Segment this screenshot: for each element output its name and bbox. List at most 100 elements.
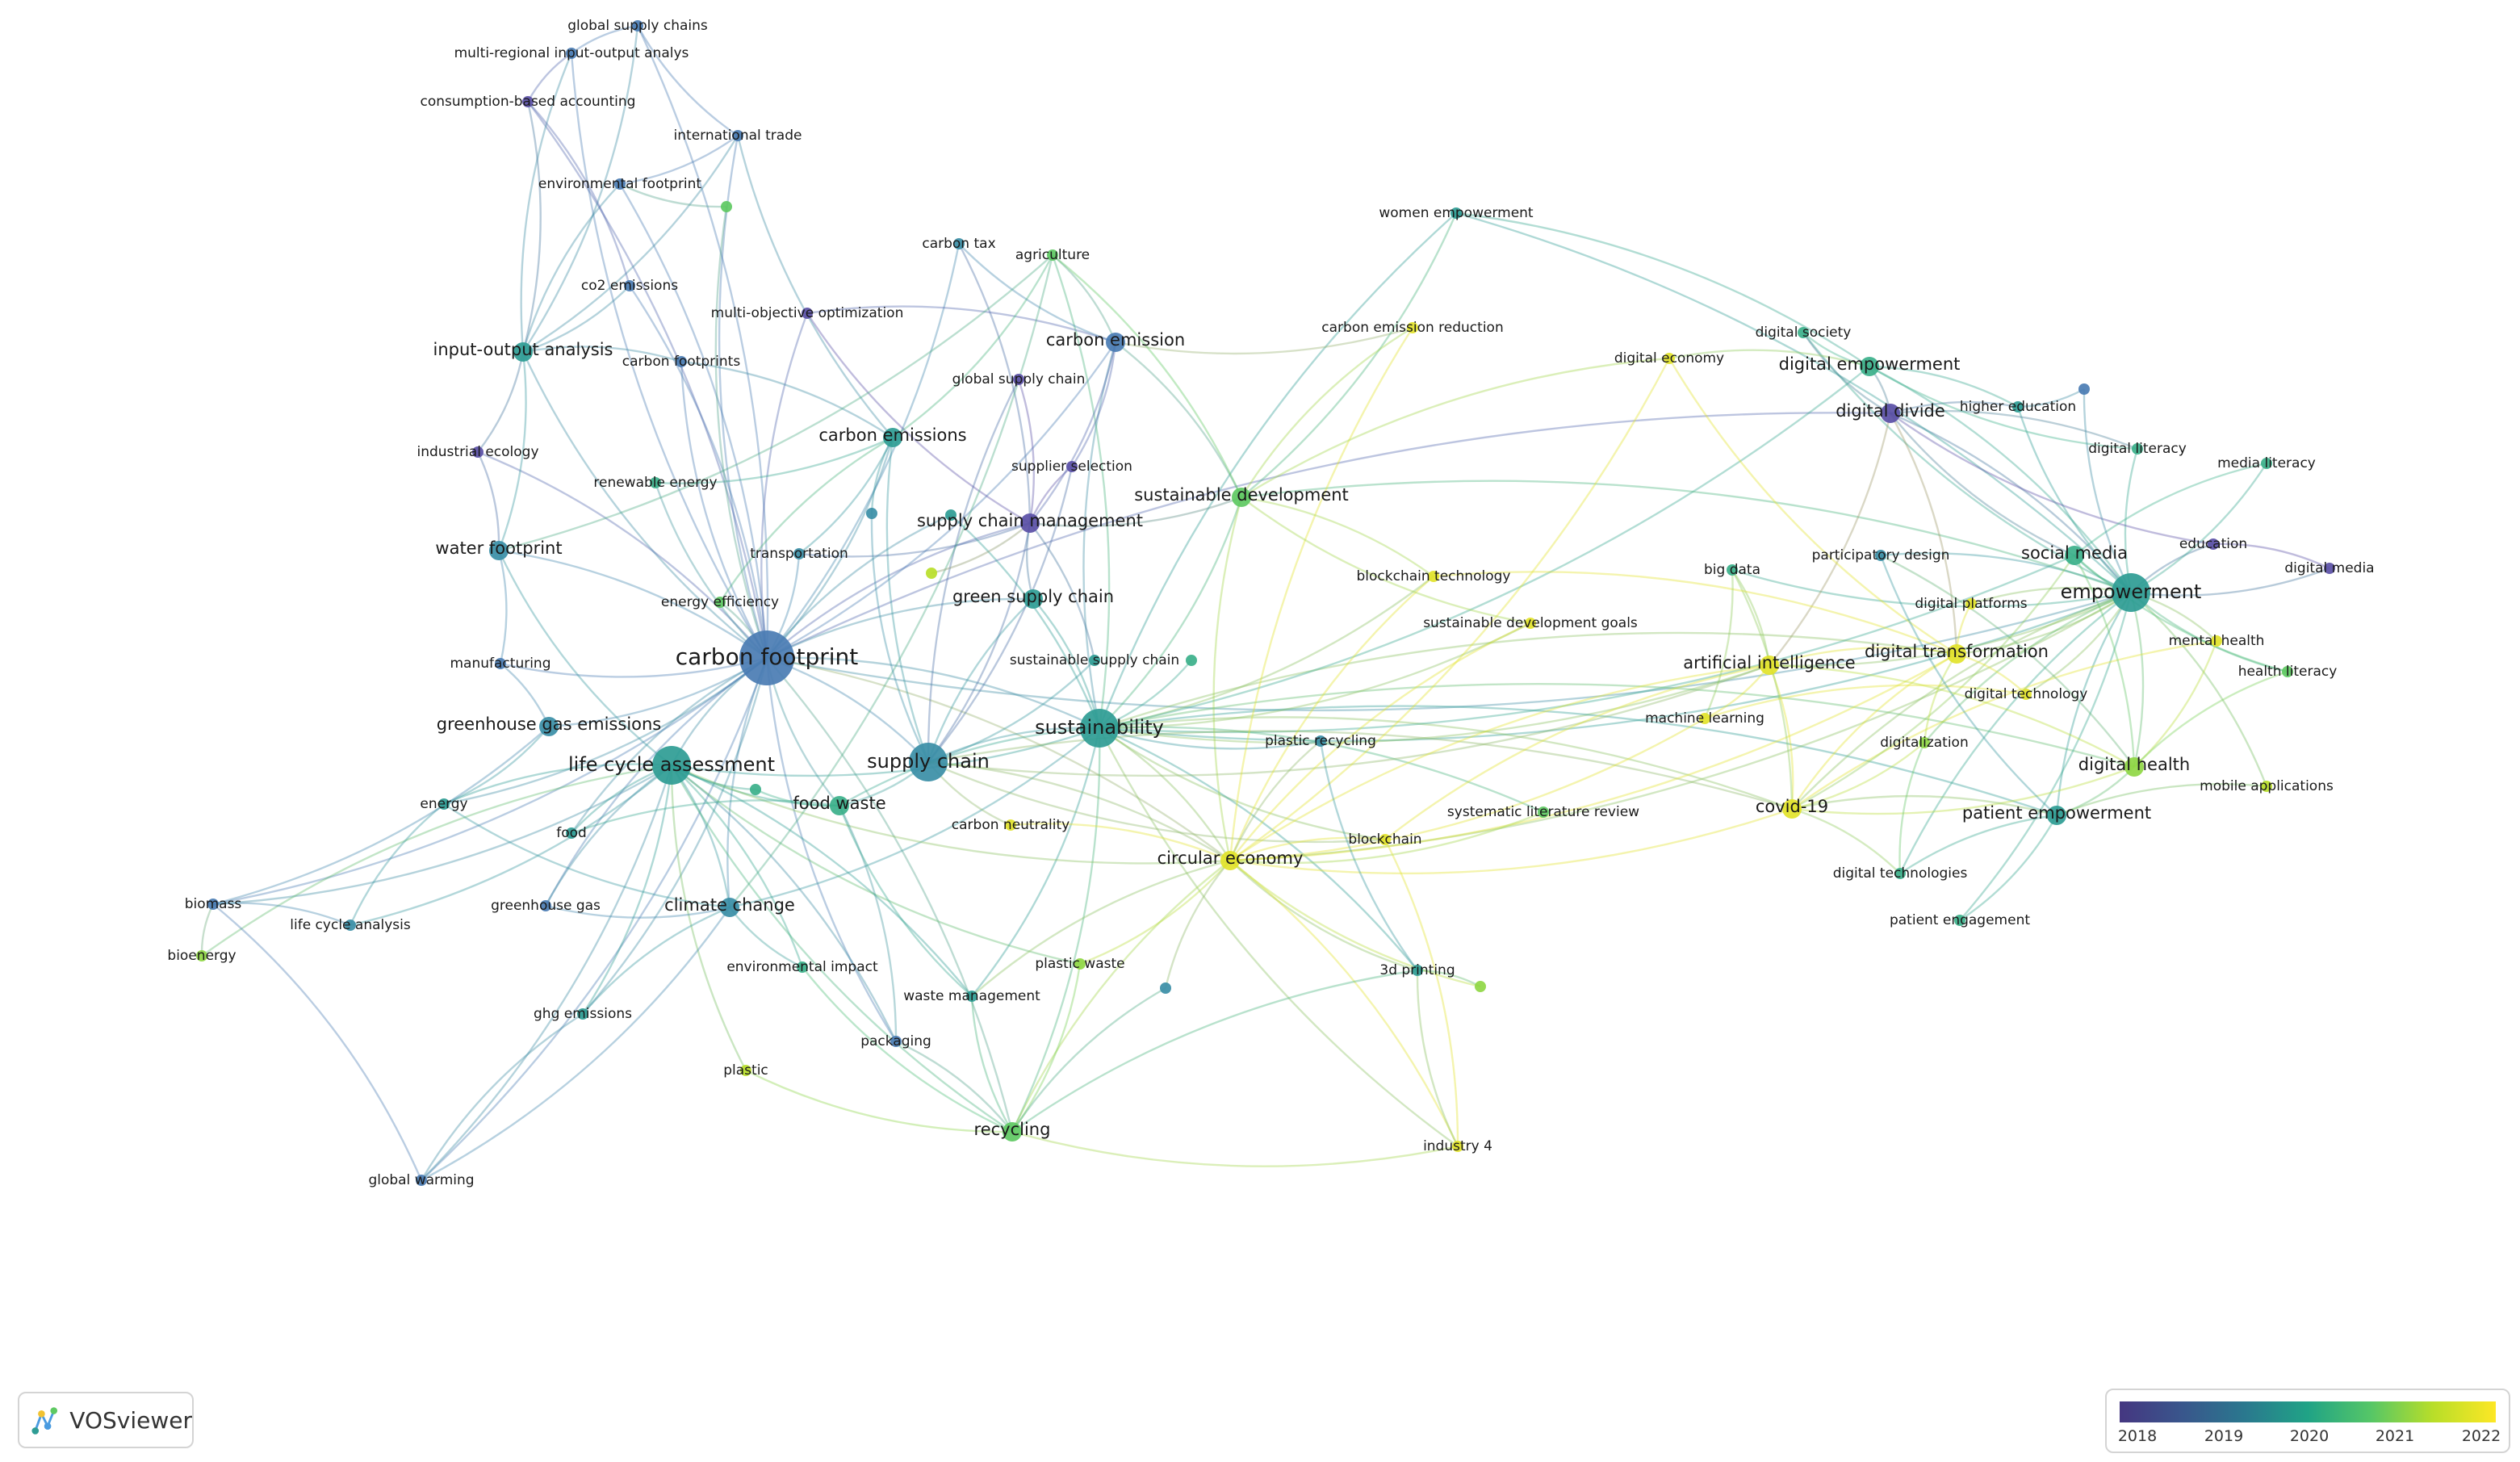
node-label[interactable]: digital literacy (2088, 441, 2187, 457)
node-plastic-waste[interactable] (1074, 958, 1086, 970)
node-label[interactable]: packaging (860, 1033, 931, 1049)
node-digital-media[interactable] (2324, 563, 2335, 574)
node-label[interactable]: plastic recycling (1265, 733, 1376, 749)
node-label[interactable]: digital transformation (1865, 642, 2049, 661)
node-label[interactable]: life cycle analysis (290, 917, 411, 933)
node-artificial-intelligence[interactable] (1760, 656, 1779, 675)
node-carbon-footprint[interactable] (739, 630, 794, 685)
node-label[interactable]: biomass (185, 896, 242, 912)
node-label[interactable]: supply chain (867, 750, 990, 773)
node-label[interactable]: digital platforms (1915, 596, 2027, 612)
node-big-data[interactable] (1727, 564, 1738, 576)
node-climate-change[interactable] (720, 898, 739, 917)
node-label[interactable]: industrial ecology (417, 444, 538, 460)
node-unlabeled-g[interactable] (750, 784, 761, 795)
node-label[interactable]: mental health (2169, 633, 2265, 649)
node-label[interactable]: circular economy (1157, 848, 1304, 868)
node-water-footprint[interactable] (489, 541, 509, 560)
node-label[interactable]: digital economy (1614, 350, 1724, 367)
node-label[interactable]: digital technology (1965, 686, 2088, 702)
node-social-media[interactable] (2065, 546, 2084, 565)
node-label[interactable]: multi-regional input-output analys (454, 45, 689, 61)
node-label[interactable]: global supply chain (952, 371, 1086, 387)
node-label[interactable]: life cycle assessment (568, 753, 775, 776)
node-co2-emissions[interactable] (624, 280, 635, 291)
node-media-literacy[interactable] (2261, 458, 2272, 469)
node-plastic-recycling[interactable] (1315, 735, 1326, 747)
node-blockchain-technology[interactable] (1428, 571, 1439, 582)
node-global-warming[interactable] (416, 1175, 427, 1186)
node-label[interactable]: industry 4 (1423, 1138, 1492, 1154)
node-carbon-emission[interactable] (1106, 333, 1125, 352)
node-environmental-impact[interactable] (797, 961, 808, 973)
node-label[interactable]: environmental footprint (538, 176, 702, 192)
node-participatory-design[interactable] (1875, 550, 1886, 561)
node-label[interactable]: carbon footprint (676, 643, 859, 670)
node-global-supply-chain[interactable] (1013, 374, 1024, 385)
node-ghg-emissions[interactable] (577, 1008, 588, 1020)
node-label[interactable]: bioenergy (167, 948, 236, 964)
node-label[interactable]: energy efficiency (661, 594, 779, 610)
node-digital-economy[interactable] (1664, 353, 1675, 364)
node-waste-management[interactable] (966, 991, 977, 1002)
node-label[interactable]: recycling (974, 1120, 1051, 1139)
node-label[interactable]: waste management (903, 988, 1040, 1004)
vosviewer-logo-badge[interactable]: VOSviewer (18, 1392, 194, 1448)
node-unlabeled-a[interactable] (721, 201, 732, 212)
node-unlabeled-d[interactable] (926, 568, 937, 579)
node-label[interactable]: digital empowerment (1779, 354, 1961, 374)
node-unlabeled-c[interactable] (866, 508, 877, 519)
node-digital-literacy[interactable] (2132, 443, 2143, 455)
node-label[interactable]: digital media (2284, 560, 2374, 576)
node-label[interactable]: empowerment (2061, 580, 2202, 603)
node-label[interactable]: carbon tax (922, 236, 995, 252)
node-label[interactable]: ghg emissions (534, 1006, 632, 1022)
node-label[interactable]: co2 emissions (581, 278, 678, 294)
node-mental-health[interactable] (2211, 635, 2222, 647)
node-label[interactable]: greenhouse gas emissions (437, 714, 662, 734)
node-label[interactable]: input-output analysis (433, 340, 613, 359)
node-label[interactable]: plastic waste (1035, 956, 1124, 972)
node-empowerment[interactable] (2112, 573, 2150, 612)
node-global-supply-chains[interactable] (632, 20, 643, 31)
node-3d-printing[interactable] (1412, 965, 1423, 976)
node-green-supply-chain[interactable] (1023, 589, 1043, 609)
node-plastic[interactable] (740, 1065, 751, 1076)
node-life-cycle-assessment[interactable] (652, 746, 691, 785)
node-education[interactable] (2208, 538, 2219, 550)
node-label[interactable]: carbon emissions (818, 425, 966, 445)
node-packaging[interactable] (890, 1036, 902, 1047)
node-carbon-tax[interactable] (953, 238, 965, 249)
node-food-waste[interactable] (830, 796, 849, 815)
node-bioenergy[interactable] (196, 950, 207, 961)
node-greenhouse-gas-emissions[interactable] (539, 717, 559, 736)
node-renewable-energy[interactable] (650, 477, 661, 488)
node-label[interactable]: participatory design (1812, 547, 1950, 563)
node-multi-objective-optimization[interactable] (802, 308, 813, 319)
node-label[interactable]: global warming (368, 1172, 474, 1188)
node-label[interactable]: 3d printing (1379, 962, 1455, 978)
node-digital-society[interactable] (1798, 327, 1809, 338)
node-label[interactable]: carbon footprints (622, 354, 741, 370)
node-carbon-emissions[interactable] (883, 428, 902, 447)
node-label[interactable]: health literacy (2238, 664, 2338, 680)
node-label[interactable]: global supply chains (567, 18, 708, 34)
node-label[interactable]: digital technologies (1833, 865, 1968, 882)
node-label[interactable]: multi-objective optimization (711, 305, 904, 321)
node-label[interactable]: international trade (674, 128, 802, 144)
node-label[interactable]: blockchain (1348, 832, 1421, 848)
node-label[interactable]: digital divide (1836, 401, 1945, 421)
node-label[interactable]: water footprint (435, 538, 562, 558)
node-label[interactable]: greenhouse gas (491, 898, 601, 914)
node-supply-chain[interactable] (909, 743, 948, 781)
node-industry-4[interactable] (1452, 1141, 1463, 1152)
node-carbon-footprints[interactable] (676, 356, 687, 367)
node-label[interactable]: carbon emission (1046, 330, 1185, 350)
node-label[interactable]: sustainable development goals (1423, 615, 1638, 631)
node-label[interactable]: digital health (2078, 755, 2190, 774)
node-unlabeled-i[interactable] (2078, 383, 2090, 395)
node-transportation[interactable] (793, 548, 805, 559)
node-digital-transformation[interactable] (1947, 644, 1966, 664)
